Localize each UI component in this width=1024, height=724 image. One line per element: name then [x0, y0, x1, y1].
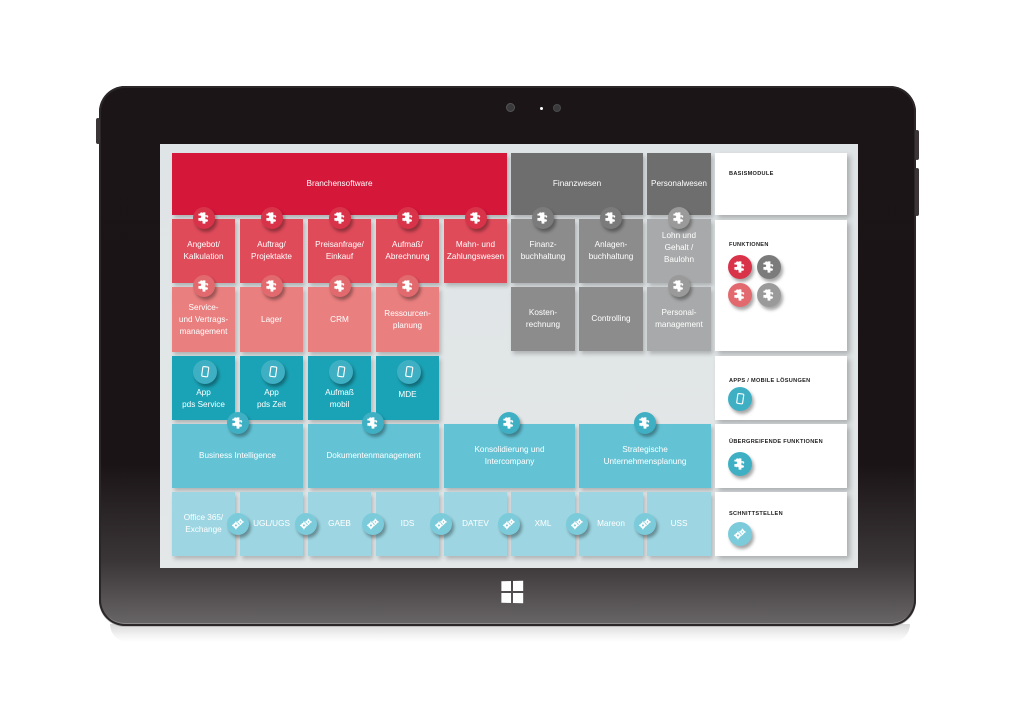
gears-icon: [566, 513, 588, 535]
puzzle-icon: [329, 275, 351, 297]
windows-logo-icon[interactable]: [501, 580, 524, 604]
interface-office365-exchange[interactable]: Office 365/ Exchange: [172, 492, 235, 556]
module-controlling[interactable]: Controlling: [579, 287, 643, 351]
power-button: [915, 130, 919, 160]
camera-icon: [507, 104, 514, 111]
puzzle-icon: [397, 207, 419, 229]
mobile-icon: [728, 387, 752, 411]
mobile-icon: [261, 360, 285, 384]
mobile-icon: [193, 360, 217, 384]
legend-schnittstellen: SCHNITTSTELLEN: [715, 492, 847, 556]
screen: Branchensoftware Finanzwesen Personalwes…: [160, 144, 858, 568]
legend-uebergreifende-funktionen: ÜBERGREIFENDE FUNKTIONEN: [715, 424, 847, 488]
module-finanzbuchhaltung[interactable]: Finanz- buchhaltung: [511, 219, 575, 283]
function-business-intelligence[interactable]: Business Intelligence: [172, 424, 303, 488]
app-pds-service[interactable]: App pds Service: [172, 356, 235, 420]
module-mahn-zahlungswesen[interactable]: Mahn- und Zahlungswesen: [444, 219, 507, 283]
mobile-icon: [329, 360, 353, 384]
module-lohn-gehalt-baulohn[interactable]: Lohn und Gehalt / Baulohn: [647, 219, 711, 283]
puzzle-icon: [634, 412, 656, 434]
module-anlagenbuchhaltung[interactable]: Anlagen- buchhaltung: [579, 219, 643, 283]
function-konsolidierung-intercompany[interactable]: Konsolidierung und Intercompany: [444, 424, 575, 488]
puzzle-icon: [600, 207, 622, 229]
legend-apps-mobile: APPS / MOBILE LÖSUNGEN: [715, 356, 847, 420]
function-dokumentenmanagement[interactable]: Dokumentenmanagement: [308, 424, 439, 488]
header-personalwesen[interactable]: Personalwesen: [647, 153, 711, 215]
legend-funktionen: FUNKTIONEN: [715, 220, 847, 351]
gears-icon: [295, 513, 317, 535]
module-service-vertragsmanagement[interactable]: Service- und Vertrags- management: [172, 287, 235, 352]
gears-icon: [362, 513, 384, 535]
camera-secondary-icon: [554, 105, 560, 111]
module-angebot-kalkulation[interactable]: Angebot/ Kalkulation: [172, 219, 235, 283]
puzzle-red-icon: [728, 255, 752, 279]
puzzle-icon: [193, 275, 215, 297]
module-auftrag-projektakte[interactable]: Auftrag/ Projektakte: [240, 219, 303, 283]
interface-gaeb[interactable]: GAEB: [308, 492, 371, 556]
interface-mareon[interactable]: Mareon: [579, 492, 643, 556]
module-kostenrechnung[interactable]: Kosten- rechnung: [511, 287, 575, 351]
gears-icon: [728, 522, 752, 546]
side-button: [915, 168, 919, 216]
puzzle-gray-icon: [757, 255, 781, 279]
puzzle-icon: [668, 275, 690, 297]
puzzle-icon: [498, 412, 520, 434]
puzzle-gray-light-icon: [757, 283, 781, 307]
puzzle-icon: [261, 275, 283, 297]
module-ressourcenplanung[interactable]: Ressourcen- planung: [376, 287, 439, 352]
puzzle-red-light-icon: [728, 283, 752, 307]
module-crm[interactable]: CRM: [308, 287, 371, 352]
puzzle-icon: [668, 207, 690, 229]
module-lager[interactable]: Lager: [240, 287, 303, 352]
gears-icon: [227, 513, 249, 535]
interface-ugl-ugs[interactable]: UGL/UGS: [240, 492, 303, 556]
puzzle-icon: [465, 207, 487, 229]
header-finanzwesen[interactable]: Finanzwesen: [511, 153, 643, 215]
interface-datev[interactable]: DATEV: [444, 492, 507, 556]
header-branchensoftware[interactable]: Branchensoftware: [172, 153, 507, 215]
puzzle-icon: [261, 207, 283, 229]
interface-xml[interactable]: XML: [511, 492, 575, 556]
legend-basismodule: BASISMODULE: [715, 153, 847, 215]
tablet-reflection: [110, 624, 910, 642]
interface-uss[interactable]: USS: [647, 492, 711, 556]
module-aufmass-abrechnung[interactable]: Aufmaß/ Abrechnung: [376, 219, 439, 283]
puzzle-icon: [397, 275, 419, 297]
puzzle-icon: [728, 452, 752, 476]
gears-icon: [430, 513, 452, 535]
gears-icon: [498, 513, 520, 535]
puzzle-icon: [227, 412, 249, 434]
interface-ids[interactable]: IDS: [376, 492, 439, 556]
mobile-icon: [397, 360, 421, 384]
light-sensor-icon: [540, 107, 543, 110]
puzzle-icon: [362, 412, 384, 434]
puzzle-icon: [532, 207, 554, 229]
puzzle-icon: [329, 207, 351, 229]
module-personalmanagement[interactable]: Personal- management: [647, 287, 711, 351]
gears-icon: [634, 513, 656, 535]
puzzle-icon: [193, 207, 215, 229]
volume-button: [96, 118, 100, 144]
module-preisanfrage-einkauf[interactable]: Preisanfrage/ Einkauf: [308, 219, 371, 283]
function-strategische-unternehmensplanung[interactable]: Strategische Unternehmensplanung: [579, 424, 711, 488]
